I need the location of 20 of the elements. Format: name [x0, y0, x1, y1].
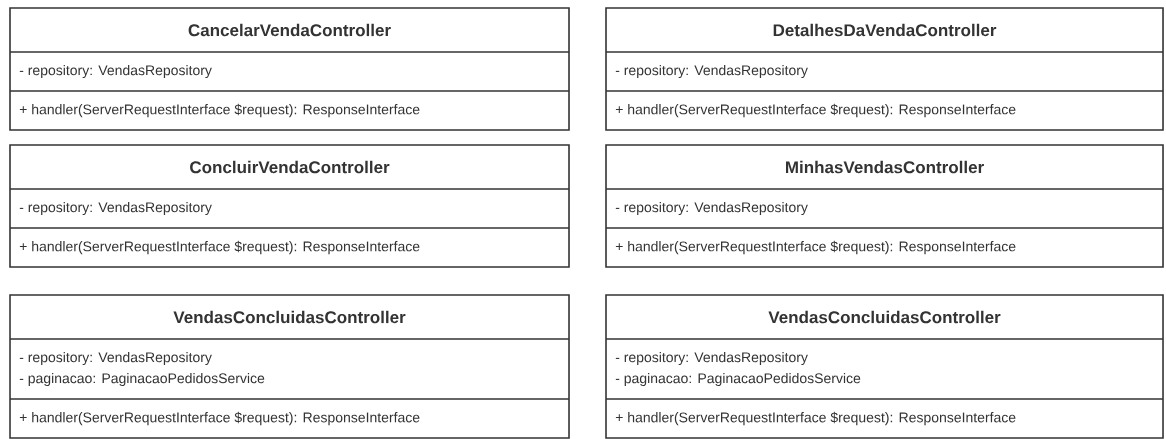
attribute-text: - repository: VendasRepository — [615, 202, 808, 215]
class-name: MinhasVendasController — [786, 160, 984, 174]
class-name: VendasConcluidasController — [173, 310, 406, 324]
method-text: + handler(ServerRequestInterface $request): ResponseInterface — [19, 240, 420, 255]
attribute-text: - paginacao: PaginacaoPedidosService — [19, 373, 265, 387]
method-text: + handler(ServerRequestInterface $request): ResponseInterface — [19, 411, 420, 426]
class-name: ConcluirVendaController — [190, 160, 390, 174]
attribute-text: - paginacao: PaginacaoPedidosService — [615, 373, 861, 387]
class-name: VendasConcluidasController — [768, 310, 1001, 324]
attribute-text: - repository: VendasRepository — [615, 64, 808, 78]
attribute-text: - repository: VendasRepository — [19, 352, 212, 366]
method-text: + handler(ServerRequestInterface $request): ResponseInterface — [615, 240, 1016, 255]
method-text: + handler(ServerRequestInterface $request): ResponseInterface — [615, 411, 1016, 426]
method-text: + handler(ServerRequestInterface $request): ResponseInterface — [19, 103, 420, 118]
class-name: DetalhesDaVendaController — [773, 23, 997, 37]
attribute-text: - repository: VendasRepository — [615, 352, 808, 366]
attribute-text: - repository: VendasRepository — [19, 64, 212, 78]
class-name: CancelarVendaController — [188, 23, 391, 37]
method-text: + handler(ServerRequestInterface $request): ResponseInterface — [615, 103, 1016, 118]
attribute-text: - repository: VendasRepository — [19, 202, 212, 215]
